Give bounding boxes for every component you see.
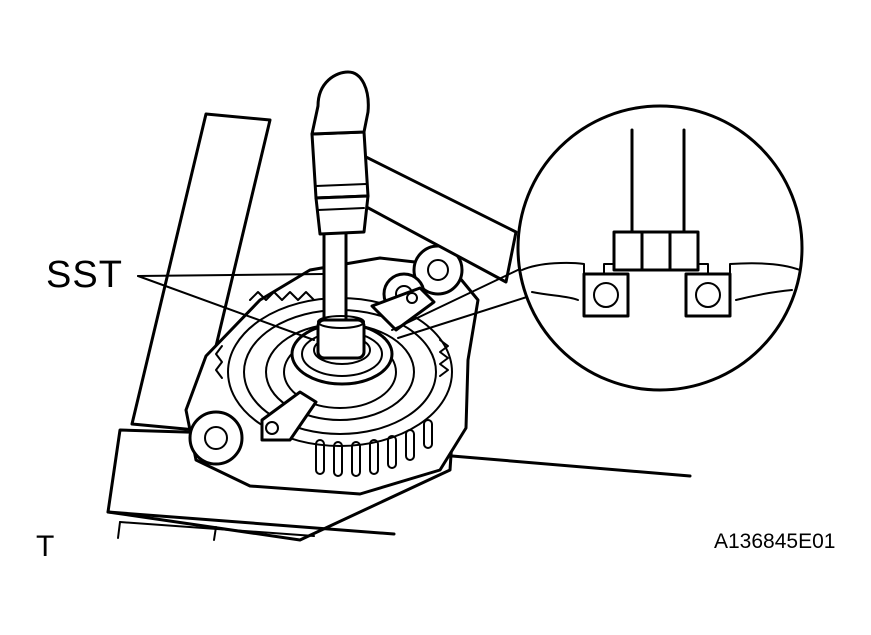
sst-callout-label: SST <box>46 254 123 296</box>
hammer <box>310 70 518 284</box>
detail-magnifier <box>516 104 804 392</box>
callout-leaders <box>137 267 531 341</box>
alternator-housing <box>184 244 480 496</box>
figure-code: A136845E01 <box>714 530 836 553</box>
sst-press-tool <box>316 230 366 360</box>
view-marker: T <box>36 530 55 563</box>
